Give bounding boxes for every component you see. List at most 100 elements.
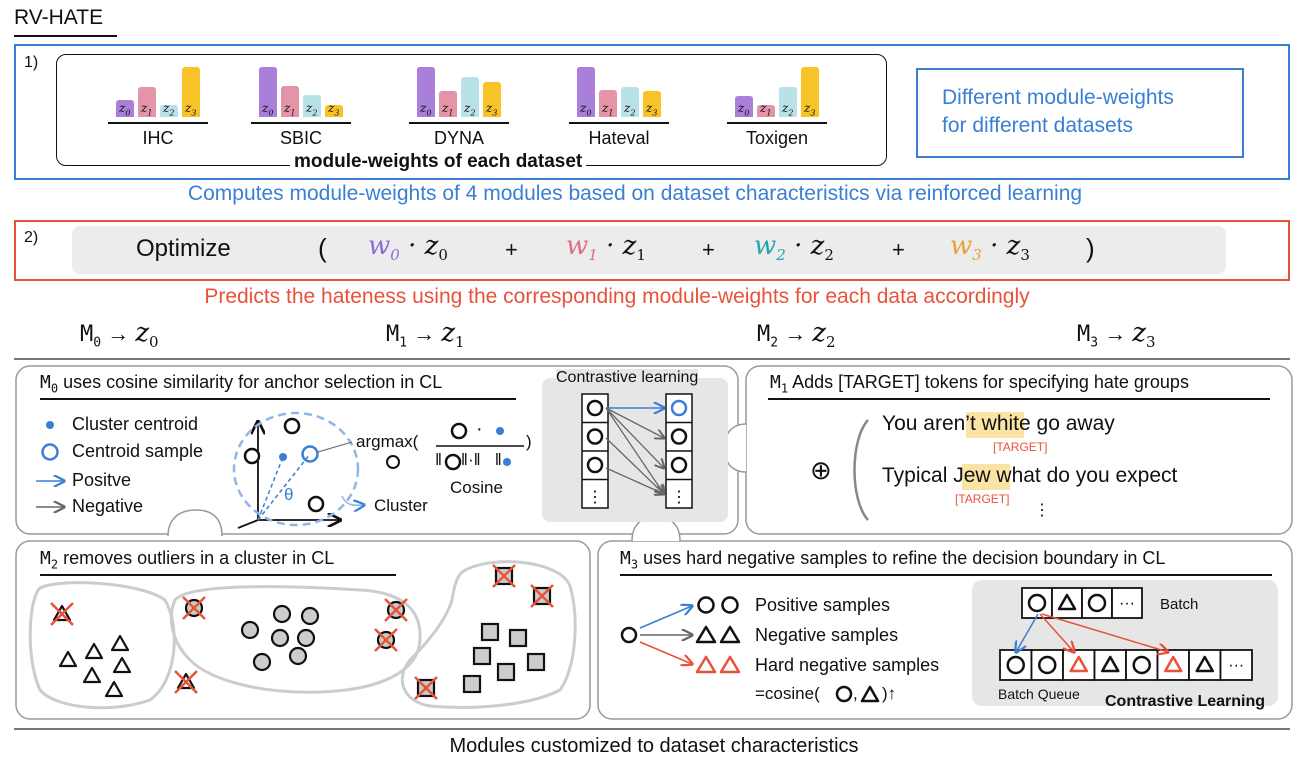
batch-triangle bbox=[1069, 655, 1088, 673]
cosine-pre-label: =cosine( bbox=[755, 684, 820, 703]
theta-line-1 bbox=[257, 456, 284, 521]
weight-bar bbox=[160, 104, 178, 117]
outlier-cross bbox=[174, 670, 198, 694]
cosine-num-circle bbox=[450, 422, 468, 440]
batch-cell bbox=[1125, 649, 1159, 681]
module-mapping: M2 → z2 bbox=[757, 318, 836, 352]
square-sample bbox=[472, 646, 492, 666]
outlier-cross bbox=[384, 598, 408, 622]
weight-bar bbox=[779, 87, 797, 117]
cluster-blob-right bbox=[400, 560, 577, 709]
weight-bar-label: z1 bbox=[442, 101, 454, 118]
weight-bar-label: z3 bbox=[646, 101, 658, 118]
anchor-sample bbox=[620, 626, 638, 644]
weighted-term: w1 · z1 bbox=[566, 231, 646, 265]
outlier-cross bbox=[182, 596, 206, 620]
weight-bar-label: z0 bbox=[580, 101, 592, 118]
weight-bar bbox=[417, 67, 435, 117]
big-paren bbox=[853, 419, 869, 521]
circle-sample bbox=[296, 628, 316, 648]
cosine-den-dot bbox=[503, 458, 511, 466]
oplus-symbol: ⊕ bbox=[810, 455, 832, 485]
dataset-underline bbox=[108, 122, 208, 124]
axis-z bbox=[237, 519, 259, 529]
separator-top bbox=[14, 358, 1290, 360]
cosine-comma: , bbox=[853, 684, 858, 703]
circle-sample bbox=[288, 646, 308, 666]
batch-triangle bbox=[1164, 655, 1183, 673]
cosine-denominator: ‖ ‖·‖ ‖ bbox=[435, 450, 502, 469]
callout-box bbox=[916, 68, 1244, 158]
open-paren: ( bbox=[318, 233, 327, 263]
cluster-blob-left bbox=[28, 581, 176, 710]
close-paren: ) bbox=[1086, 233, 1095, 263]
square-sample bbox=[526, 652, 546, 672]
weight-bar-label: z0 bbox=[420, 101, 432, 118]
sentence-1: You aren’t white go away bbox=[882, 412, 1115, 435]
triangle-sample bbox=[112, 656, 132, 674]
negative-label: Negative samples bbox=[755, 625, 899, 645]
weight-bar bbox=[325, 104, 343, 117]
weight-bar bbox=[643, 91, 661, 117]
weight-bar-label: z2 bbox=[782, 101, 794, 118]
puzzle-knob-left bbox=[167, 509, 223, 537]
weight-bar bbox=[303, 94, 321, 117]
plus-2: + bbox=[702, 237, 715, 262]
weight-bar bbox=[577, 67, 595, 117]
weighted-term: w3 · z3 bbox=[950, 231, 1030, 265]
module-weights-caption: module-weights of each dataset bbox=[290, 151, 587, 173]
batch-hard-arrow bbox=[1039, 613, 1074, 652]
negative-arrow bbox=[605, 437, 664, 494]
square-sample bbox=[496, 662, 516, 682]
negative-sample-icon bbox=[695, 625, 717, 644]
weight-bar-label: z2 bbox=[163, 101, 175, 118]
weight-bar-label: z3 bbox=[185, 101, 197, 118]
cosine-num-dot bbox=[496, 427, 504, 435]
weight-bar-label: z2 bbox=[464, 101, 476, 118]
batch-dots: ··· bbox=[1228, 657, 1244, 674]
cell-sample bbox=[670, 399, 688, 417]
m0-heading-underline bbox=[40, 398, 516, 400]
legend-centroid-dot bbox=[46, 421, 54, 429]
sample-point bbox=[307, 495, 325, 513]
weight-bar-label: z0 bbox=[262, 101, 274, 118]
weight-bar-label: z1 bbox=[760, 101, 772, 118]
triangle-sample bbox=[58, 650, 78, 668]
hard-negative-arrow bbox=[639, 641, 692, 664]
negative-arrow bbox=[605, 467, 664, 494]
weight-bar bbox=[735, 95, 753, 117]
circle-sample bbox=[252, 652, 272, 672]
cell-sample bbox=[670, 456, 688, 474]
positive-label: Positive samples bbox=[755, 595, 891, 615]
weight-bar-label: z2 bbox=[306, 101, 318, 118]
batch-triangle bbox=[1057, 593, 1077, 611]
dataset-underline bbox=[569, 122, 669, 124]
dataset-name: SBIC bbox=[279, 128, 322, 148]
batch-queue-label: Batch Queue bbox=[998, 686, 1080, 702]
cosine-circle-icon bbox=[835, 685, 853, 703]
step1-summary: Computes module-weights of 4 modules bas… bbox=[187, 182, 1083, 205]
weight-bar bbox=[599, 89, 617, 117]
m3-heading: M3 uses hard negative samples to refine … bbox=[620, 548, 1166, 572]
outlier-cross bbox=[414, 676, 438, 700]
dataset-name: IHC bbox=[142, 128, 174, 148]
triangle-sample bbox=[110, 634, 130, 652]
module-mapping: M3 → z3 bbox=[1077, 318, 1156, 352]
square-sample bbox=[480, 622, 500, 642]
negative-arrow bbox=[605, 407, 664, 468]
positive-sample-icon bbox=[697, 596, 715, 614]
negative-sample-icon bbox=[719, 625, 741, 644]
cell-sample bbox=[586, 428, 604, 445]
weight-bar bbox=[138, 87, 156, 117]
m2-heading-underline bbox=[40, 574, 396, 576]
square-sample bbox=[508, 628, 528, 648]
hard-negative-label: Hard negative samples bbox=[755, 655, 940, 675]
m3-heading-underline bbox=[620, 574, 1272, 576]
outlier-cross bbox=[50, 602, 74, 626]
module-mapping: M1 → z1 bbox=[386, 318, 465, 352]
weight-bar-label: z2 bbox=[624, 101, 636, 118]
cell-sample bbox=[670, 428, 688, 445]
callout-line2: for different datasets bbox=[942, 114, 1134, 137]
sample-point bbox=[243, 447, 261, 465]
target-token-2: [TARGET] bbox=[955, 492, 1010, 506]
